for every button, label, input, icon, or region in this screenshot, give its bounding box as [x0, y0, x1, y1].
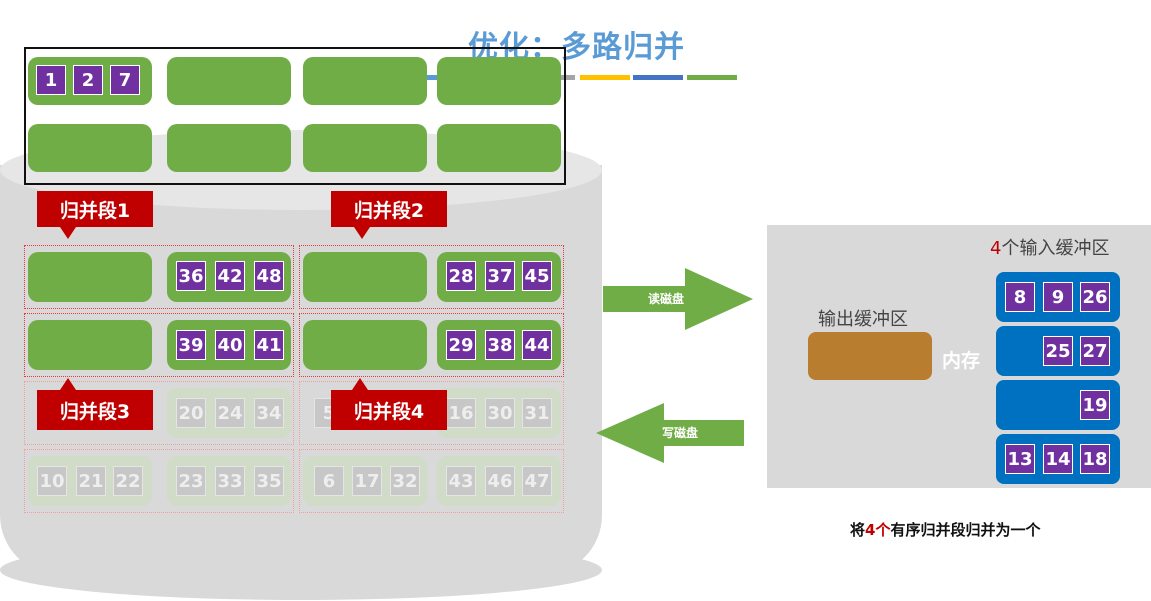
mem-num-1: 1 [36, 65, 66, 95]
buf-num: 14 [1043, 444, 1073, 474]
disk-num: 32 [390, 466, 420, 496]
disk-num: 38 [485, 330, 515, 360]
seg3-row4-frame [24, 449, 294, 513]
seg2-pointer [354, 227, 370, 239]
disk-num: 46 [485, 466, 515, 496]
disk-block [28, 252, 152, 302]
disk-num: 20 [176, 398, 206, 428]
mem-block-6 [167, 124, 291, 172]
disk-block [303, 252, 427, 302]
buf-num: 18 [1080, 444, 1110, 474]
legend-line-1 [405, 75, 460, 80]
input-buffers-title: 4个输入缓冲区 [990, 234, 1109, 260]
seg1-row1-frame [24, 245, 294, 309]
seg2-label: 归并段2 [331, 191, 447, 227]
memory-frame [24, 47, 566, 185]
legend-line-4 [633, 75, 683, 80]
disk-num: 6 [314, 466, 344, 496]
seg4-row4-frame [299, 449, 564, 513]
seg1-pointer [60, 227, 76, 239]
mem-block-4 [437, 57, 561, 105]
disk-num: 45 [522, 261, 552, 291]
mem-num-3: 7 [110, 65, 140, 95]
mem-block-7 [303, 124, 427, 172]
buf-num: 8 [1005, 282, 1035, 312]
mem-num-2: 2 [73, 65, 103, 95]
disk-num: 10 [37, 466, 67, 496]
legend-line-5 [687, 75, 737, 80]
seg3-pointer [60, 378, 76, 390]
disk-num: 34 [254, 398, 284, 428]
disk-num: 39 [176, 330, 206, 360]
seg3-row3-frame [24, 381, 294, 445]
write-disk-label: 写磁盘 [662, 426, 699, 440]
caption-prefix: 将 [850, 521, 866, 539]
buf-num: 9 [1043, 282, 1073, 312]
disk-num: 16 [446, 398, 476, 428]
seg4-row3-frame [299, 381, 564, 445]
disk-num: 22 [113, 466, 143, 496]
disk-num: 35 [254, 466, 284, 496]
disk-num: 43 [446, 466, 476, 496]
input-buffers-title-text: 个输入缓冲区 [1001, 238, 1110, 259]
seg4-pointer [352, 378, 368, 390]
disk-num: 33 [215, 466, 245, 496]
seg1-row2-frame [24, 313, 294, 377]
disk-num: 40 [215, 330, 245, 360]
output-buffer [808, 332, 932, 380]
disk-num: 31 [522, 398, 552, 428]
mem-block-2 [167, 57, 291, 105]
buf-num: 19 [1080, 390, 1110, 420]
memory-label: 内存 [942, 350, 981, 372]
buf-num: 26 [1080, 282, 1110, 312]
disk-num: 44 [522, 330, 552, 360]
disk-num: 24 [215, 398, 245, 428]
read-disk-arrow [603, 268, 753, 330]
disk-num: 47 [522, 466, 552, 496]
seg3-label: 归并段3 [37, 390, 153, 430]
output-buffer-label: 输出缓冲区 [818, 309, 908, 330]
disk-body [0, 165, 602, 575]
disk-num: 30 [485, 398, 515, 428]
seg2-row2-frame [299, 313, 564, 377]
mem-block-3 [303, 57, 427, 105]
disk-block [303, 320, 427, 370]
write-disk-arrow [596, 403, 744, 463]
mem-block-8 [437, 124, 561, 172]
disk-num: 37 [485, 261, 515, 291]
seg4-label: 归并段4 [331, 390, 447, 430]
disk-num: 36 [176, 261, 206, 291]
disk-num: 17 [352, 466, 382, 496]
disk-num: 28 [446, 261, 476, 291]
disk-num: 41 [254, 330, 284, 360]
disk-num: 29 [446, 330, 476, 360]
caption-suffix: 有序归并段归并为一个 [890, 521, 1041, 539]
caption: 将4个有序归并段归并为一个 [850, 519, 1040, 540]
legend-line-3 [580, 75, 630, 80]
buf-num: 25 [1043, 336, 1073, 366]
disk-num: 42 [215, 261, 245, 291]
input-buffers-count: 4 [990, 238, 1002, 259]
seg1-label: 归并段1 [37, 191, 153, 227]
buf-num: 27 [1080, 336, 1110, 366]
read-disk-label: 读磁盘 [648, 292, 685, 306]
buf-num: 13 [1005, 444, 1035, 474]
disk-num: 48 [254, 261, 284, 291]
caption-num: 4个 [865, 521, 891, 539]
disk-num: 21 [76, 466, 106, 496]
seg2-row1-frame [299, 245, 564, 309]
mem-block-5 [28, 124, 152, 172]
disk-num: 23 [176, 466, 206, 496]
disk-block [28, 320, 152, 370]
